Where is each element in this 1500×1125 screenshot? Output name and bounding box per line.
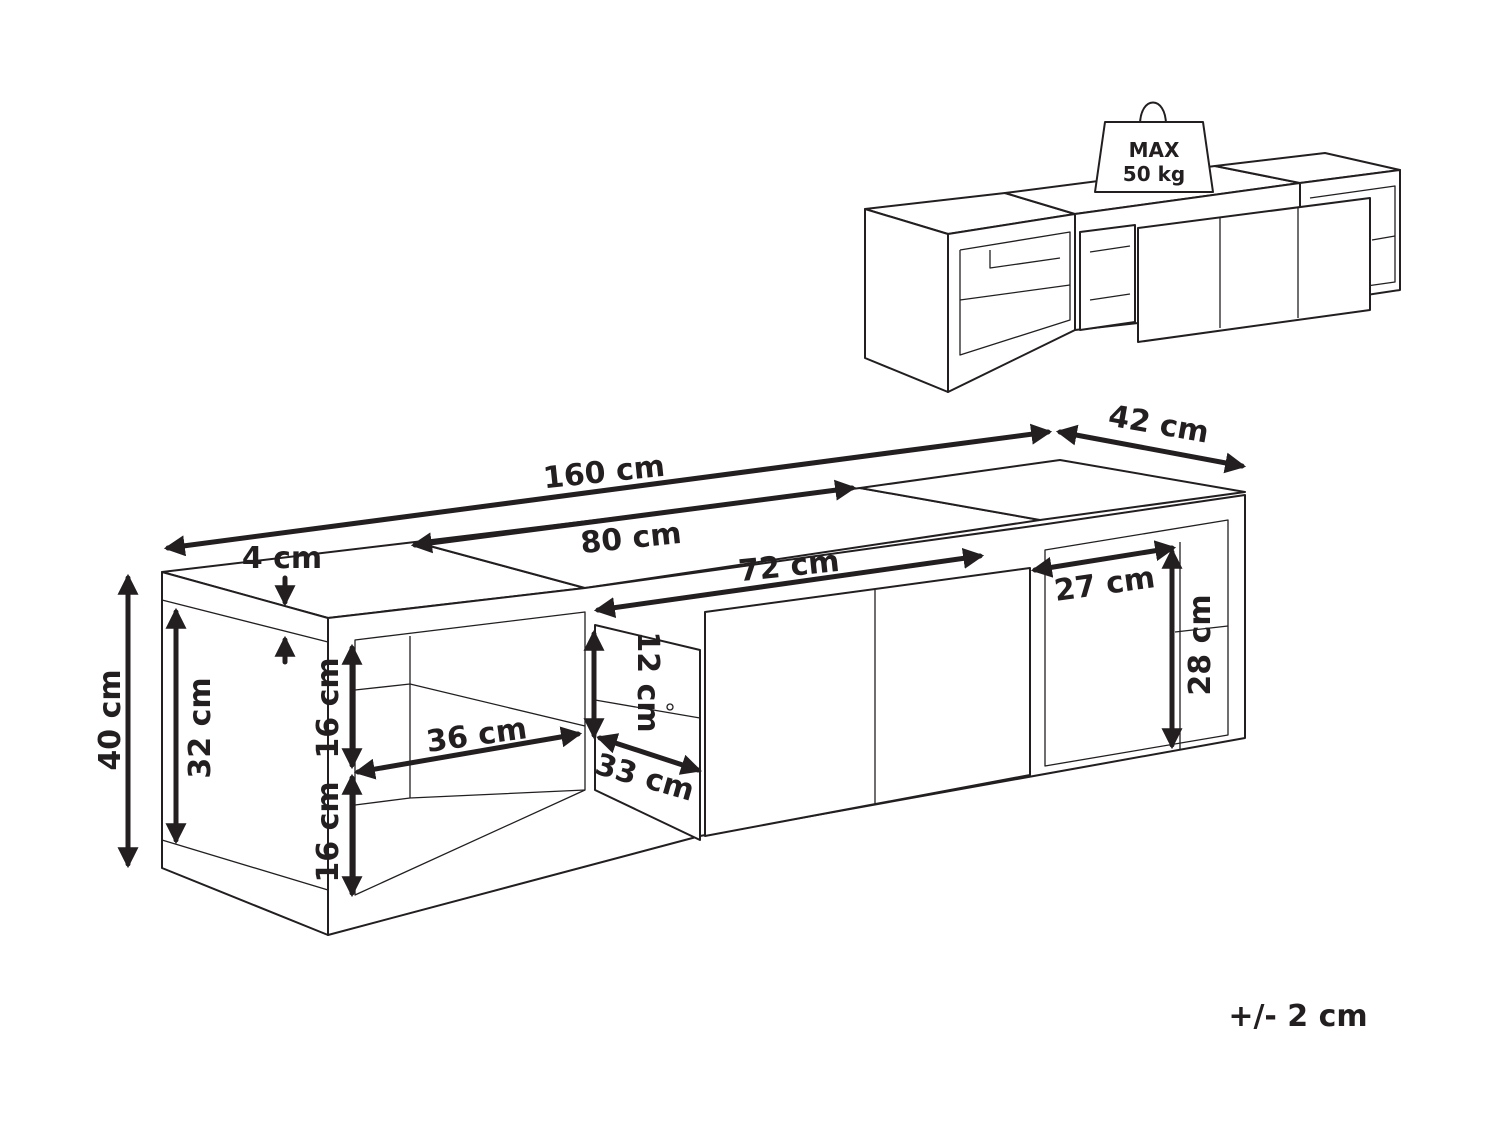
label-drawer-height: 12 cm [630,631,665,732]
drawer-side-line [594,699,701,719]
weight-value-label: 50 kg [1123,162,1185,186]
label-shelf-lower: 16 cm [311,781,346,882]
weight-icon: MAX 50 kg [1094,101,1214,193]
arrow-drawer-width [593,547,985,619]
preview-left-back [989,250,1061,269]
right-shelf [1174,625,1229,633]
preview-drawer-rail [1089,245,1131,253]
preview-left-opening [959,231,1071,356]
preview-drawer-bottom [1089,293,1131,301]
preview-illustration: MAX 50 kg [864,101,1401,393]
arrow-side-width [1030,540,1177,578]
weight-max-label: MAX [1129,138,1180,162]
preview-drawer-open [1079,224,1136,331]
tolerance-note: +/- 2 cm [1228,999,1367,1034]
left-top-thickness-line [161,599,329,643]
dimension-arrows [117,423,1247,898]
door-panel [704,567,1031,837]
preview-left-side [864,208,949,393]
arrow-shelf-depth [353,726,583,780]
arrow-center-width [410,479,857,554]
label-top-thickness: 4 cm [242,541,322,576]
preview-door-panel [1137,197,1371,343]
left-bottom-thickness-line [161,839,329,891]
label-shelf-upper: 16 cm [311,657,346,758]
label-total-width: 160 cm [541,449,666,497]
dimension-labels: 160 cm 42 cm 80 cm 72 cm 27 cm 4 cm 40 c… [93,399,1218,883]
preview-left-shelf [959,284,1071,301]
arrow-drawer-depth [596,733,702,775]
label-total-height: 40 cm [93,669,128,770]
right-compartment [1044,519,1229,767]
label-inner-height: 32 cm [183,677,218,778]
arrow-depth [1055,424,1247,474]
preview-right-shelf [1371,235,1396,241]
label-side-height: 28 cm [1183,594,1218,695]
preview-left-front [947,213,1076,393]
drawer-hole [666,703,674,711]
